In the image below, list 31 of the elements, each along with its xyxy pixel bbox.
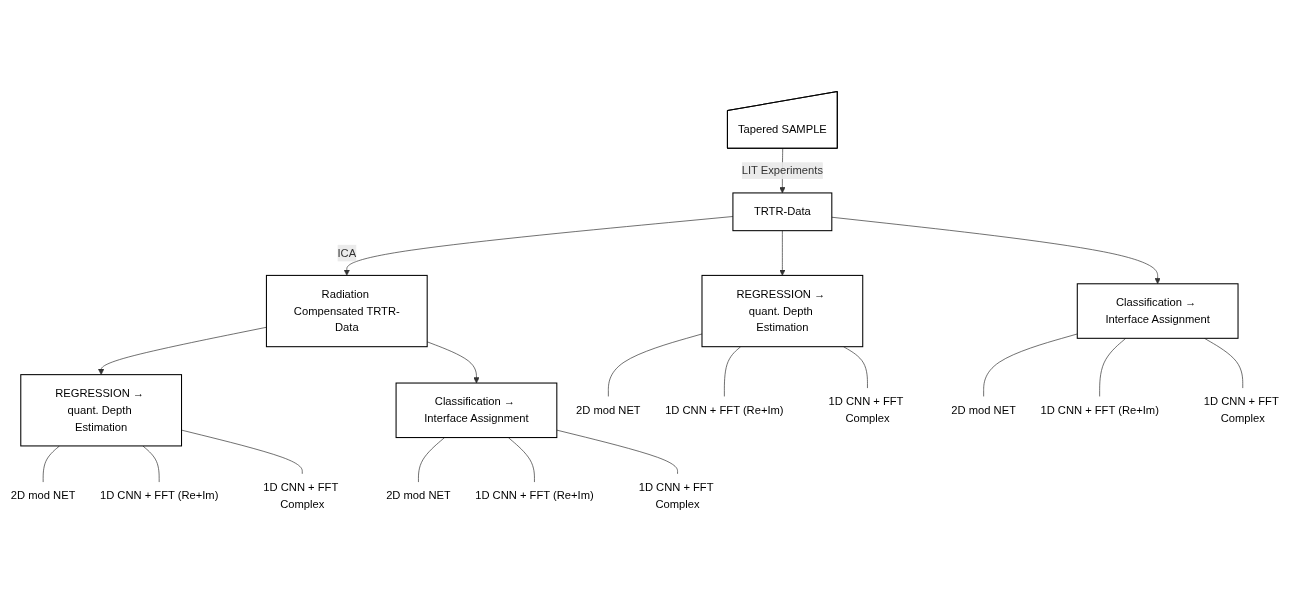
- connector: [418, 436, 445, 483]
- node-box: Classification → Interface Assignment: [395, 382, 558, 438]
- node-text: 1D CNN + FFT Complex: [263, 480, 339, 510]
- connector: [42, 445, 60, 483]
- node-box: REGRESSION → quant. Depth Estimation: [20, 373, 183, 447]
- node-text: 1D CNN + FFT (Re+Im): [475, 489, 594, 502]
- node-text: 1D CNN + FFT (Re+Im): [99, 489, 219, 502]
- connector: [983, 333, 1078, 397]
- node-box: Radiation Compensated TRTR-Data: [265, 274, 428, 347]
- node-text: 2D mod NET: [10, 489, 76, 502]
- connector: [724, 346, 742, 397]
- connector: [556, 429, 678, 474]
- connector: [1099, 337, 1127, 397]
- edge-label: ICA: [337, 246, 357, 259]
- node-box: REGRESSION → quant. Depth Estimation: [701, 274, 864, 347]
- node-text: 1D CNN + FFT (Re+Im): [665, 403, 784, 416]
- node-text: 1D CNN + FFT (Re+Im): [1040, 403, 1159, 416]
- node-text: 2D mod NET: [576, 403, 641, 416]
- node-box: Classification → Interface Assignment: [1076, 283, 1239, 339]
- node-text: 1D CNN + FFT Complex: [638, 480, 714, 510]
- connector: [507, 436, 535, 483]
- connector: [843, 346, 868, 389]
- node-text: 1D CNN + FFT Complex: [1203, 395, 1279, 425]
- node-text: 2D mod NET: [951, 403, 1016, 416]
- connector: [1204, 337, 1244, 389]
- connector: [181, 429, 303, 474]
- connector: [142, 445, 160, 483]
- node-text: 1D CNN + FFT Complex: [828, 395, 904, 425]
- node-box: TRTR-Data: [732, 192, 833, 231]
- edge-label: LIT Experiments: [741, 164, 823, 176]
- node-text: 2D mod NET: [386, 489, 451, 502]
